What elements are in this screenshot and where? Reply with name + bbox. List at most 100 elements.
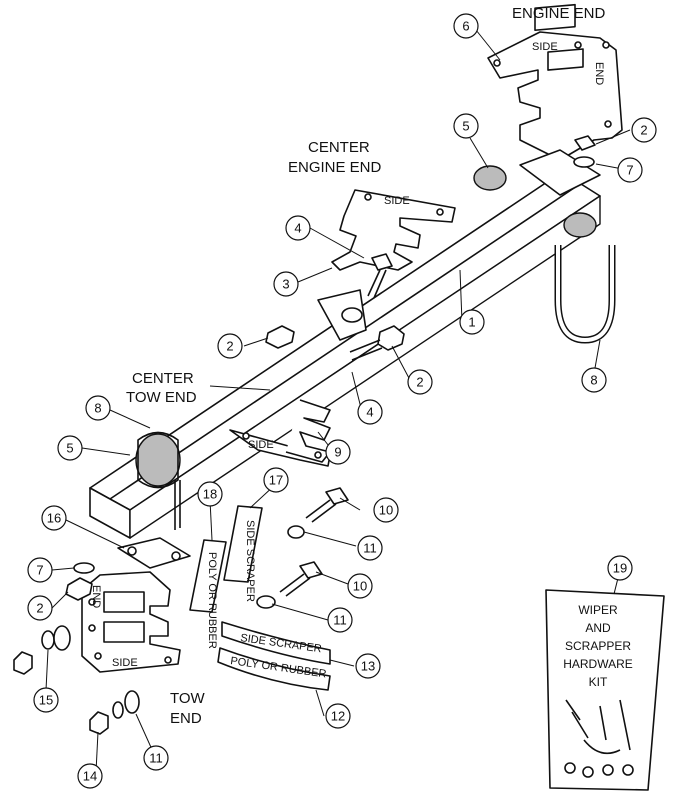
callout-10-lower: 10 [347, 573, 373, 599]
svg-text:5: 5 [462, 119, 469, 134]
engine-plate-end-text: END [593, 62, 605, 85]
svg-text:6: 6 [462, 19, 469, 34]
svg-text:5: 5 [66, 441, 73, 456]
callout-3: 3 [273, 271, 299, 297]
callout-7-engine: 7 [617, 157, 643, 183]
callout-6: 6 [453, 13, 479, 39]
callout-5-tow: 5 [57, 435, 83, 461]
svg-text:11: 11 [363, 541, 377, 556]
svg-text:2: 2 [640, 123, 647, 138]
callout-7-tow: 7 [27, 557, 53, 583]
callout-4-lower: 4 [357, 399, 383, 425]
callout-2-tow: 2 [27, 595, 53, 621]
leader-lines [45, 29, 631, 773]
tow-end-clamp [135, 431, 181, 530]
svg-text:12: 12 [331, 709, 345, 724]
engine-u-bolt [554, 245, 616, 344]
kit-line-4: HARDWARE [563, 657, 633, 671]
label-engine-end: ENGINE END [512, 5, 606, 22]
callout-8-tow: 8 [85, 395, 111, 421]
tow-washer-15 [41, 630, 55, 650]
svg-text:1: 1 [468, 315, 475, 330]
callout-8-engine: 8 [581, 367, 607, 393]
svg-text:18: 18 [203, 487, 217, 502]
svg-text:3: 3 [282, 277, 289, 292]
callout-17: 17 [263, 467, 289, 493]
center-tow-scraper-plate: SIDE [229, 399, 331, 467]
engine-plate-side-text: SIDE [532, 41, 558, 53]
washer-11-middle [256, 595, 276, 609]
callout-2-center-left: 2 [217, 333, 243, 359]
tow-washer-14b [124, 690, 140, 714]
svg-text:15: 15 [39, 693, 53, 708]
bolt-10-lower [279, 561, 323, 597]
callout-1: 1 [459, 309, 485, 335]
kit-line-1: WIPER [578, 603, 618, 617]
svg-text:2: 2 [36, 601, 43, 616]
center-bolt-head-right [377, 325, 405, 351]
strip-18-text: POLY OR RUBBER [206, 552, 218, 649]
main-tube [89, 171, 601, 539]
tow-plate-end-text: END [90, 585, 102, 608]
callout-14: 14 [77, 763, 103, 789]
callout-18: 18 [197, 481, 223, 507]
washer-11-upper [287, 525, 305, 539]
svg-text:2: 2 [226, 339, 233, 354]
svg-text:4: 4 [294, 221, 301, 236]
callout-4-upper: 4 [285, 215, 311, 241]
svg-text:9: 9 [334, 445, 341, 460]
svg-text:16: 16 [47, 511, 61, 526]
scraper-strip-17: SIDE SCRAPER [223, 505, 263, 602]
center-nut-left [265, 325, 295, 349]
callout-16: 16 [41, 505, 67, 531]
callout-15: 15 [33, 687, 59, 713]
hardware-kit-bag: WIPER AND SCRAPPER HARDWARE KIT [545, 589, 665, 791]
center-tow-plate-side-text: SIDE [248, 439, 274, 451]
label-tow-end-line2: END [170, 710, 202, 727]
svg-text:7: 7 [36, 563, 43, 578]
tow-washer-large [53, 625, 71, 651]
label-center-tow-end-line1: CENTER [132, 370, 194, 387]
svg-text:11: 11 [149, 751, 163, 766]
svg-text:2: 2 [416, 375, 423, 390]
svg-text:14: 14 [83, 769, 97, 784]
kit-line-2: AND [585, 621, 611, 635]
engine-end-scraper-plate: SIDE END [487, 3, 623, 161]
callout-12: 12 [325, 703, 351, 729]
center-engine-bolt [317, 253, 393, 341]
svg-text:7: 7 [626, 163, 633, 178]
label-tow-end-line1: TOW [170, 690, 206, 707]
callout-9: 9 [325, 439, 351, 465]
callout-11-upper: 11 [357, 535, 383, 561]
callout-11-middle: 11 [327, 607, 353, 633]
svg-text:19: 19 [613, 561, 627, 576]
scraper-strip-18: POLY OR RUBBER [189, 539, 227, 649]
tow-end-bracket [117, 537, 191, 569]
label-center-tow-end-line2: TOW END [126, 389, 197, 406]
svg-text:8: 8 [590, 373, 597, 388]
callout-11-tow: 11 [143, 745, 169, 771]
label-center-engine-end-line2: ENGINE END [288, 159, 382, 176]
center-bolt-thread [349, 339, 383, 361]
svg-text:4: 4 [366, 405, 373, 420]
tow-nut-15 [13, 651, 33, 675]
center-engine-scraper-plate: SIDE [331, 189, 456, 271]
svg-text:8: 8 [94, 401, 101, 416]
tow-washer-upper [73, 562, 95, 574]
callout-5-engine: 5 [453, 113, 479, 139]
svg-text:10: 10 [353, 579, 367, 594]
strip-17-text: SIDE SCRAPER [244, 520, 256, 602]
kit-line-5: KIT [589, 675, 608, 689]
callout-19: 19 [607, 555, 633, 581]
center-engine-plate-side-text: SIDE [384, 195, 410, 207]
engine-end-bracket [473, 135, 601, 238]
svg-text:17: 17 [269, 473, 283, 488]
kit-line-3: SCRAPPER [565, 639, 631, 653]
svg-text:13: 13 [361, 659, 375, 674]
svg-text:11: 11 [333, 613, 347, 628]
svg-text:10: 10 [379, 503, 393, 518]
callout-2-engine: 2 [631, 117, 657, 143]
callout-2-center-right: 2 [407, 369, 433, 395]
callout-10-upper: 10 [373, 497, 399, 523]
